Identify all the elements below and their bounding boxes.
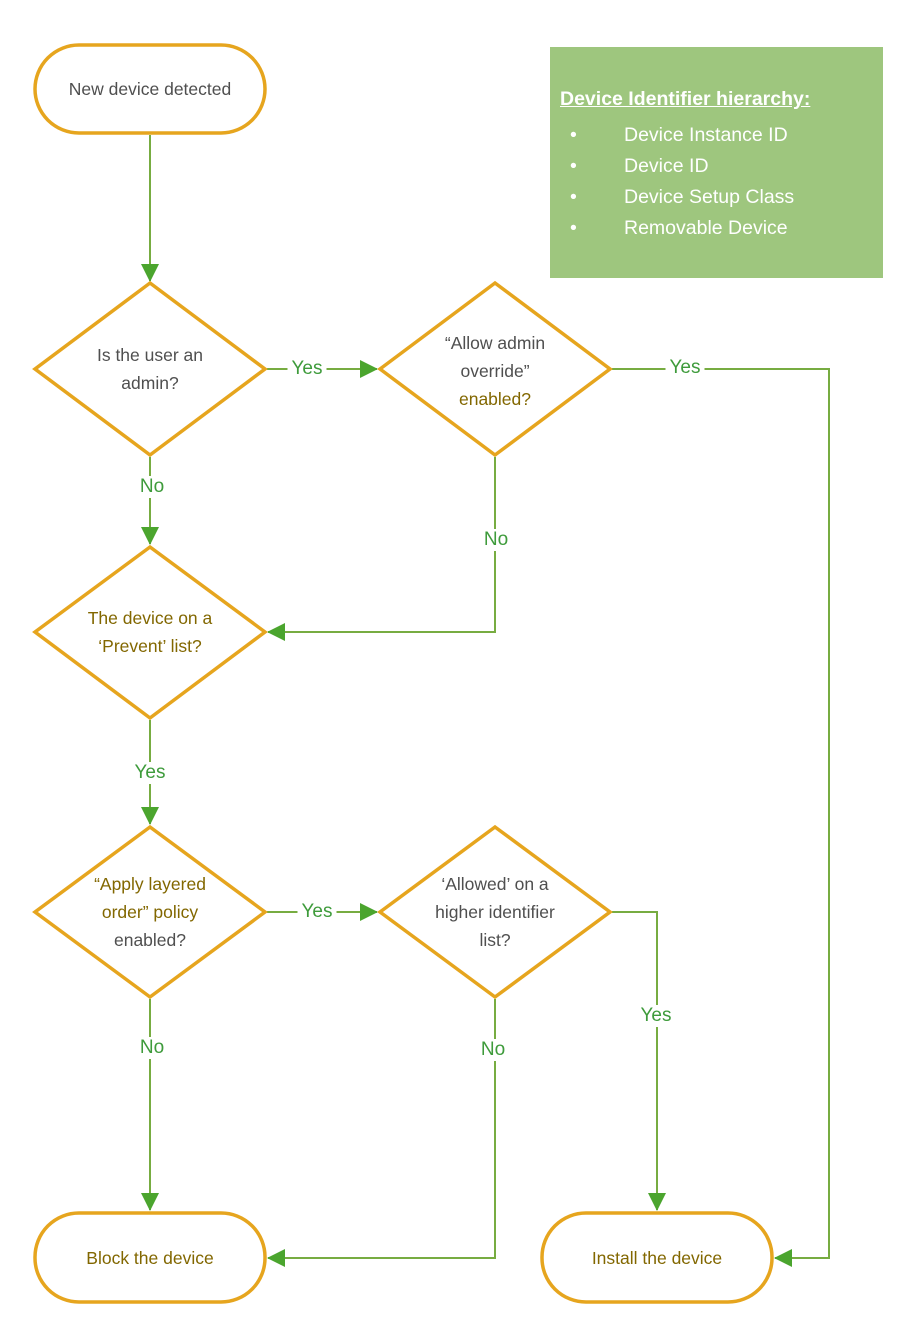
- info-box-title: Device Identifier hierarchy:: [560, 88, 811, 110]
- edge-higher-yes-to-install: [612, 911, 666, 1211]
- decision-higher-identifier-list: [377, 824, 613, 1000]
- edge-label-admin-yes: Yes: [287, 358, 327, 380]
- edge-label-higher-no: No: [476, 1039, 510, 1061]
- edge-label-prevent-yes: Yes: [130, 762, 170, 784]
- edge-label-layered-yes: Yes: [297, 901, 337, 923]
- decision-apply-layered-order: [32, 824, 268, 1000]
- info-box-list: Device Instance ID Device ID Device Setu…: [560, 120, 871, 244]
- list-item: Removable Device: [560, 213, 871, 244]
- list-item: Device ID: [560, 151, 871, 182]
- label-prevent-list: The device on a ‘Prevent’ list?: [80, 604, 220, 660]
- label-text: The device on a ‘Prevent’ list?: [87, 608, 213, 656]
- list-item: Device Instance ID: [560, 120, 871, 151]
- label-text: ‘Allowed’ on a higher identifier list?: [435, 874, 555, 950]
- edge-label-higher-yes: Yes: [636, 1005, 676, 1027]
- decision-allow-admin-override: [377, 280, 613, 458]
- label-is-user-admin: Is the user an admin?: [85, 341, 215, 397]
- label-block-device: Block the device: [86, 1248, 214, 1268]
- label-text: enabled?: [458, 389, 532, 409]
- edge-override-no-to-prevent: [267, 457, 496, 641]
- label-text: Is the user an admin?: [96, 345, 204, 393]
- edge-override-yes-to-install: [612, 368, 830, 1267]
- edge-label-layered-no: No: [135, 1037, 169, 1059]
- label-text: “Allow admin override”: [444, 333, 546, 381]
- label-install-device: Install the device: [591, 1248, 723, 1268]
- label-new-device-detected: New device detected: [68, 79, 232, 99]
- edge-label-override-yes: Yes: [665, 357, 705, 379]
- label-text: enabled?: [113, 930, 187, 950]
- label-allow-admin-override: “Allow admin override” enabled?: [435, 329, 555, 413]
- label-apply-layered-order: “Apply layered order” policy enabled?: [86, 870, 214, 954]
- terminal-block-device: [33, 1211, 267, 1304]
- list-item: Device Setup Class: [560, 182, 871, 213]
- terminal-new-device-detected: [33, 43, 267, 135]
- label-higher-identifier-list: ‘Allowed’ on a higher identifier list?: [425, 870, 565, 954]
- edge-label-admin-no: No: [135, 476, 169, 498]
- edge-label-override-no: No: [479, 529, 513, 551]
- terminal-install-device: [540, 1211, 774, 1304]
- info-box: Device Identifier hierarchy: Device Inst…: [550, 47, 883, 278]
- label-text: “Apply layered order” policy: [94, 874, 206, 922]
- decision-prevent-list: [32, 544, 268, 721]
- decision-is-user-admin: [32, 280, 268, 458]
- edge-higher-no-to-block: [267, 999, 496, 1267]
